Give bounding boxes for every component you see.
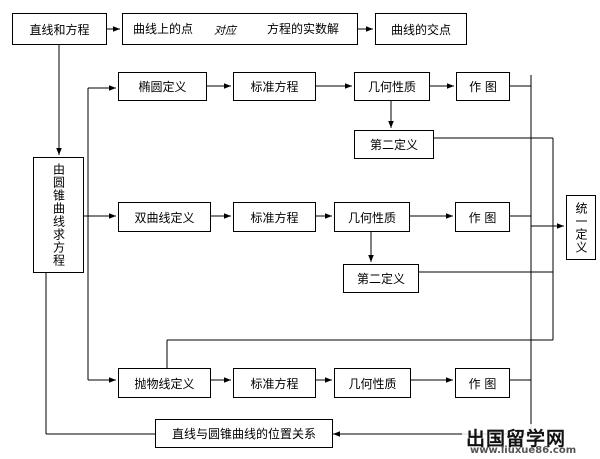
box-label: 由圆锥曲线求方程 (51, 163, 66, 267)
box-label: 双曲线定义 (134, 210, 195, 225)
box-hyperbola-drawing: 作 图 (455, 202, 510, 232)
watermark-site-name: 出国留学网 (466, 428, 567, 450)
box-ellipse-properties: 几何性质 (354, 72, 430, 101)
box-parabola-definition: 抛物线定义 (118, 368, 211, 398)
box-label: 直线和方程 (29, 22, 90, 37)
box-hyperbola-definition: 双曲线定义 (118, 202, 211, 232)
box-label: 几何性质 (347, 210, 396, 225)
box-parabola-standard-equation: 标准方程 (233, 368, 316, 398)
box-label: 统一定义 (574, 201, 588, 254)
box-intersection: 曲线的交点 (375, 13, 467, 45)
box-points-and-solutions: 曲线上的点 对应 方程的实数解 (122, 13, 358, 45)
box-ellipse-definition: 椭圆定义 (118, 72, 207, 101)
box-label: 作 图 (469, 80, 497, 94)
box-unified-definition: 统一定义 (566, 195, 596, 260)
label-points-on-curve: 曲线上的点 (133, 22, 194, 36)
box-ellipse-second-definition: 第二定义 (354, 130, 434, 159)
box-label: 几何性质 (367, 80, 416, 94)
box-label: 标准方程 (250, 210, 299, 225)
box-parabola-drawing: 作 图 (455, 368, 510, 398)
box-label: 第二定义 (356, 272, 405, 286)
box-label: 作 图 (468, 376, 497, 391)
box-label: 标准方程 (250, 376, 299, 391)
box-label: 标准方程 (250, 80, 299, 94)
label-correspond: 对应 (214, 24, 236, 37)
box-find-conic-equation: 由圆锥曲线求方程 (33, 157, 84, 273)
box-label: 椭圆定义 (138, 80, 187, 94)
box-hyperbola-standard-equation: 标准方程 (233, 202, 316, 232)
box-ellipse-standard-equation: 标准方程 (233, 72, 316, 101)
box-position-relation: 直线与圆锥曲线的位置关系 (155, 419, 333, 448)
box-label: 作 图 (468, 210, 497, 225)
box-parabola-properties: 几何性质 (334, 368, 411, 398)
box-label: 曲线的交点 (390, 22, 451, 37)
watermark-backdrop (462, 424, 598, 458)
box-label: 几何性质 (348, 376, 397, 391)
box-hyperbola-properties: 几何性质 (334, 202, 410, 232)
box-label: 直线与圆锥曲线的位置关系 (171, 427, 316, 441)
box-hyperbola-second-definition: 第二定义 (343, 264, 419, 293)
watermark-url: www.liuxue86.com (470, 445, 577, 456)
box-label: 抛物线定义 (134, 376, 195, 391)
box-ellipse-drawing: 作 图 (456, 72, 510, 101)
label-real-solutions: 方程的实数解 (267, 22, 340, 36)
box-label: 第二定义 (369, 138, 418, 152)
box-line-and-equation: 直线和方程 (12, 13, 107, 45)
